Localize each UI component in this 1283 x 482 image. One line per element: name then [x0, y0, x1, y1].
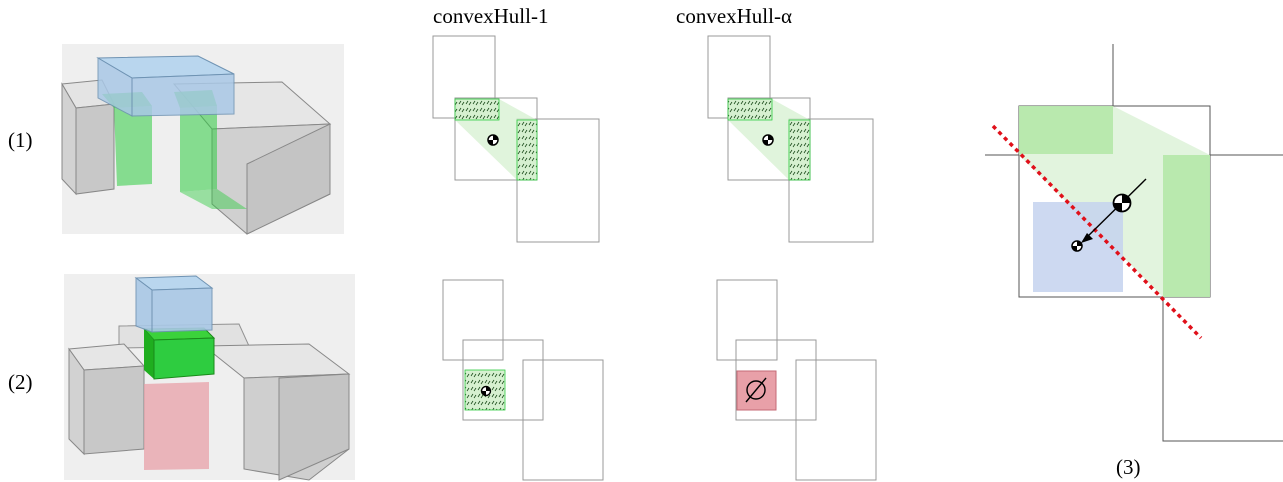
center-of-mass-icon — [1071, 240, 1083, 252]
center-of-mass-icon — [762, 134, 774, 146]
hullalpha-row2 — [716, 279, 881, 481]
header-convexhull-1: convexHull-1 — [433, 4, 549, 28]
center-of-mass-icon — [480, 385, 492, 397]
empty-set-icon — [745, 377, 767, 403]
hullalpha-row1 — [705, 35, 877, 244]
hull1-row1 — [430, 35, 602, 244]
render-3d-row2 — [64, 274, 355, 481]
row-label-3: (3) — [1116, 455, 1141, 479]
render-3d-row1 — [61, 44, 344, 235]
header-convexhull-alpha: convexHull-α — [676, 4, 792, 28]
center-of-mass-icon — [1112, 193, 1132, 213]
row-label-2: (2) — [8, 370, 33, 394]
row-label-1: (1) — [8, 128, 33, 152]
hull1-row2 — [442, 279, 607, 481]
center-of-mass-icon — [487, 134, 499, 146]
arrow-icon — [1081, 178, 1147, 243]
panel-3-diagram — [985, 44, 1283, 444]
